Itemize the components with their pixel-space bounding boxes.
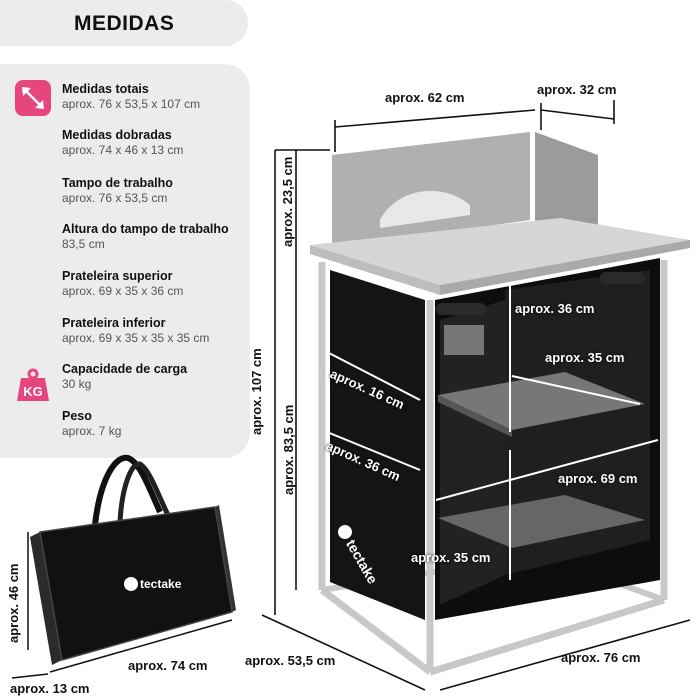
spec-value: 30 kg bbox=[62, 377, 92, 391]
carry-bag: tectake bbox=[11, 454, 236, 679]
spec-medidas-dobradas: Medidas dobradas aprox. 74 x 46 x 13 cm bbox=[62, 128, 252, 158]
title-bar: MEDIDAS bbox=[0, 0, 248, 46]
windscreen-height-label: aprox. 23,5 cm bbox=[280, 156, 295, 247]
lower-shelf-depth-label: aprox. 35 cm bbox=[411, 550, 491, 565]
upper-shelf-depth-label: aprox. 35 cm bbox=[545, 350, 625, 365]
spec-value: 83,5 cm bbox=[62, 237, 105, 251]
upper-shelf-height-label: aprox. 36 cm bbox=[515, 301, 595, 316]
bag-height-label: aprox. 46 cm bbox=[6, 563, 21, 644]
kg-weight-icon: KG bbox=[15, 367, 51, 403]
spec-value: aprox. 74 x 46 x 13 cm bbox=[62, 143, 184, 157]
spec-label: Altura do tampo de trabalho bbox=[62, 222, 229, 236]
width-top-label: aprox. 62 cm bbox=[385, 90, 465, 105]
spec-peso: Peso aprox. 7 kg bbox=[62, 409, 252, 439]
diagonal-arrows-icon bbox=[15, 80, 51, 116]
spec-altura-tampo: Altura do tampo de trabalho 83,5 cm bbox=[62, 222, 252, 252]
spec-label: Medidas totais bbox=[62, 82, 149, 96]
depth-bottom-label: aprox. 53,5 cm bbox=[245, 653, 336, 668]
width-bottom-label: aprox. 76 cm bbox=[561, 650, 641, 665]
spec-value: aprox. 7 kg bbox=[62, 424, 122, 438]
depth-top-label: aprox. 32 cm bbox=[537, 82, 617, 97]
bag-brand: tectake bbox=[140, 577, 182, 591]
spec-value: aprox. 69 x 35 x 36 cm bbox=[62, 284, 184, 298]
cabinet-illustration: tectake bbox=[310, 132, 690, 676]
bag-depth-label: aprox. 13 cm bbox=[10, 681, 90, 696]
spec-label: Prateleira inferior bbox=[62, 316, 166, 330]
spec-label: Capacidade de carga bbox=[62, 362, 188, 376]
spec-label: Tampo de trabalho bbox=[62, 176, 173, 190]
spec-medidas-totais: Medidas totais aprox. 76 x 53,5 x 107 cm bbox=[62, 82, 252, 112]
spec-value: aprox. 76 x 53,5 x 107 cm bbox=[62, 97, 201, 111]
table-height-label: aprox. 83,5 cm bbox=[281, 404, 296, 495]
spec-tampo: Tampo de trabalho aprox. 76 x 53,5 cm bbox=[62, 176, 252, 206]
page-title: MEDIDAS bbox=[74, 12, 175, 35]
spec-label: Prateleira superior bbox=[62, 269, 173, 283]
spec-capacidade: Capacidade de carga 30 kg bbox=[62, 362, 252, 392]
svg-text:KG: KG bbox=[23, 384, 43, 399]
inner-dimension-lines bbox=[326, 282, 659, 580]
spec-prateleira-superior: Prateleira superior aprox. 69 x 35 x 36 … bbox=[62, 269, 252, 299]
spec-prateleira-inferior: Prateleira inferior aprox. 69 x 35 x 35 … bbox=[62, 316, 252, 346]
total-height-label: aprox. 107 cm bbox=[249, 348, 264, 435]
spec-value: aprox. 69 x 35 x 35 x 35 cm bbox=[62, 331, 210, 345]
spec-value: aprox. 76 x 53,5 cm bbox=[62, 191, 168, 205]
spec-label: Medidas dobradas bbox=[62, 128, 172, 142]
dimension-lines bbox=[261, 100, 691, 691]
shelf-width-label: aprox. 69 cm bbox=[558, 471, 638, 486]
bag-width-label: aprox. 74 cm bbox=[128, 658, 208, 673]
spec-label: Peso bbox=[62, 409, 92, 423]
